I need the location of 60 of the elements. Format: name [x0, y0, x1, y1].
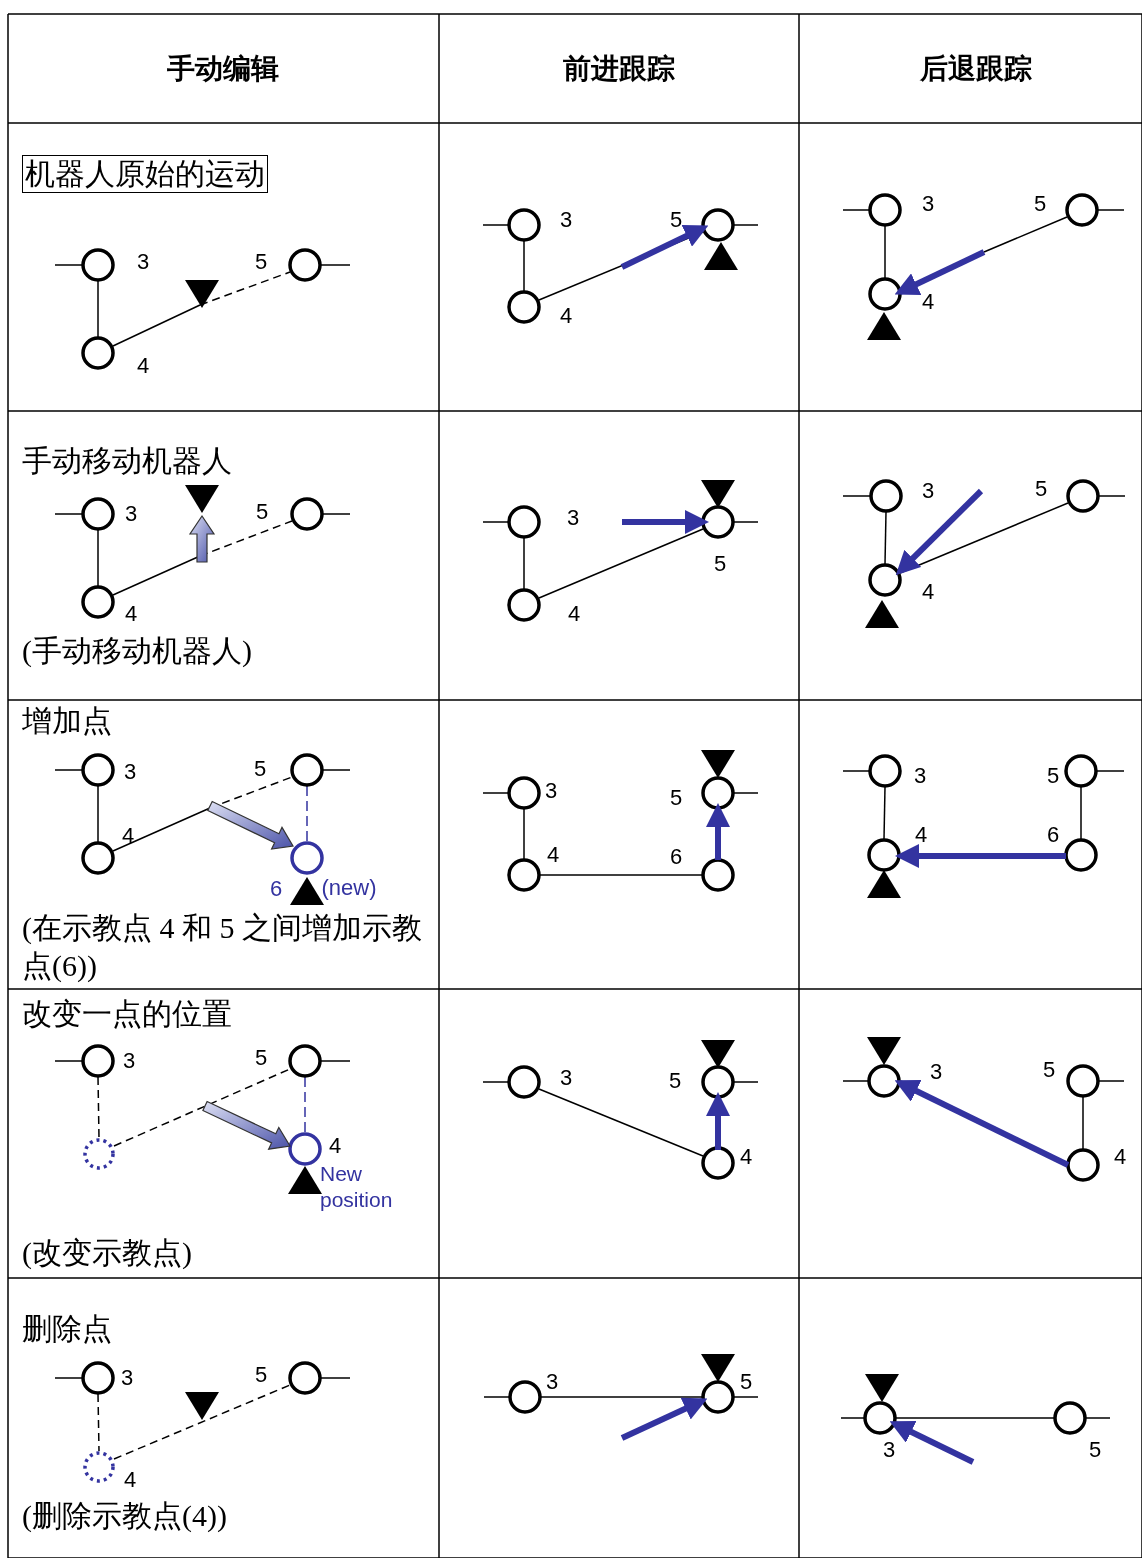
point-number: 6 [1046, 823, 1060, 847]
cell-text: 手动移动机器人 [22, 443, 232, 479]
point-number: 3 [124, 502, 138, 526]
point-number: 4 [914, 823, 928, 847]
point-number: 4 [121, 824, 135, 848]
point-number: 6 [269, 877, 283, 901]
column-header: 手动编辑 [167, 51, 279, 87]
column-header: 后退跟踪 [920, 51, 1032, 87]
annotation-text: New position [320, 1161, 390, 1213]
point-number: 4 [1113, 1145, 1127, 1169]
point-number: 4 [124, 602, 138, 626]
point-number: 4 [559, 304, 573, 328]
cell-text: 删除点 [22, 1311, 112, 1347]
point-number: 3 [123, 760, 137, 784]
point-number: 5 [254, 250, 268, 274]
point-number: 5 [254, 1363, 268, 1387]
point-number: 5 [1088, 1438, 1102, 1462]
point-number: 3 [921, 192, 935, 216]
cell-text: (删除示教点(4)) [22, 1498, 227, 1534]
point-number: 4 [567, 602, 581, 626]
point-number: 5 [713, 552, 727, 576]
point-number: 3 [882, 1438, 896, 1462]
point-number: 5 [254, 1046, 268, 1070]
point-number: 3 [122, 1049, 136, 1073]
cell-text: 改变一点的位置 [22, 996, 232, 1032]
point-number: 4 [136, 354, 150, 378]
cell-text: (在示教点 4 和 5 之间增加示教点(6)) [22, 910, 423, 984]
point-number: 6 [669, 845, 683, 869]
point-number: 5 [1042, 1058, 1056, 1082]
point-number: 5 [1046, 764, 1060, 788]
annotation-text: (new) [321, 876, 377, 900]
point-number: 5 [255, 500, 269, 524]
cell-text: (手动移动机器人) [22, 633, 252, 669]
point-number: 3 [929, 1060, 943, 1084]
point-number: 3 [136, 250, 150, 274]
point-number: 5 [739, 1370, 753, 1394]
point-number: 3 [913, 764, 927, 788]
point-number: 4 [123, 1468, 137, 1492]
point-number: 5 [669, 208, 683, 232]
point-number: 4 [739, 1145, 753, 1169]
point-number: 4 [328, 1134, 342, 1158]
point-number: 5 [1034, 477, 1048, 501]
point-number: 4 [546, 843, 560, 867]
point-number: 3 [545, 1370, 559, 1394]
point-number: 5 [253, 757, 267, 781]
cell-text: 增加点 [22, 703, 112, 739]
point-number: 3 [559, 1066, 573, 1090]
point-number: 5 [1033, 192, 1047, 216]
point-number: 5 [669, 786, 683, 810]
point-number: 4 [921, 290, 935, 314]
boxed-caption: 机器人原始的运动 [22, 155, 268, 193]
point-number: 3 [566, 506, 580, 530]
point-number: 3 [120, 1366, 134, 1390]
column-header: 前进跟踪 [563, 51, 675, 87]
point-number: 3 [544, 779, 558, 803]
point-number: 3 [559, 208, 573, 232]
point-number: 4 [921, 580, 935, 604]
cell-text: (改变示教点) [22, 1235, 192, 1271]
point-number: 3 [921, 479, 935, 503]
point-number: 5 [668, 1069, 682, 1093]
